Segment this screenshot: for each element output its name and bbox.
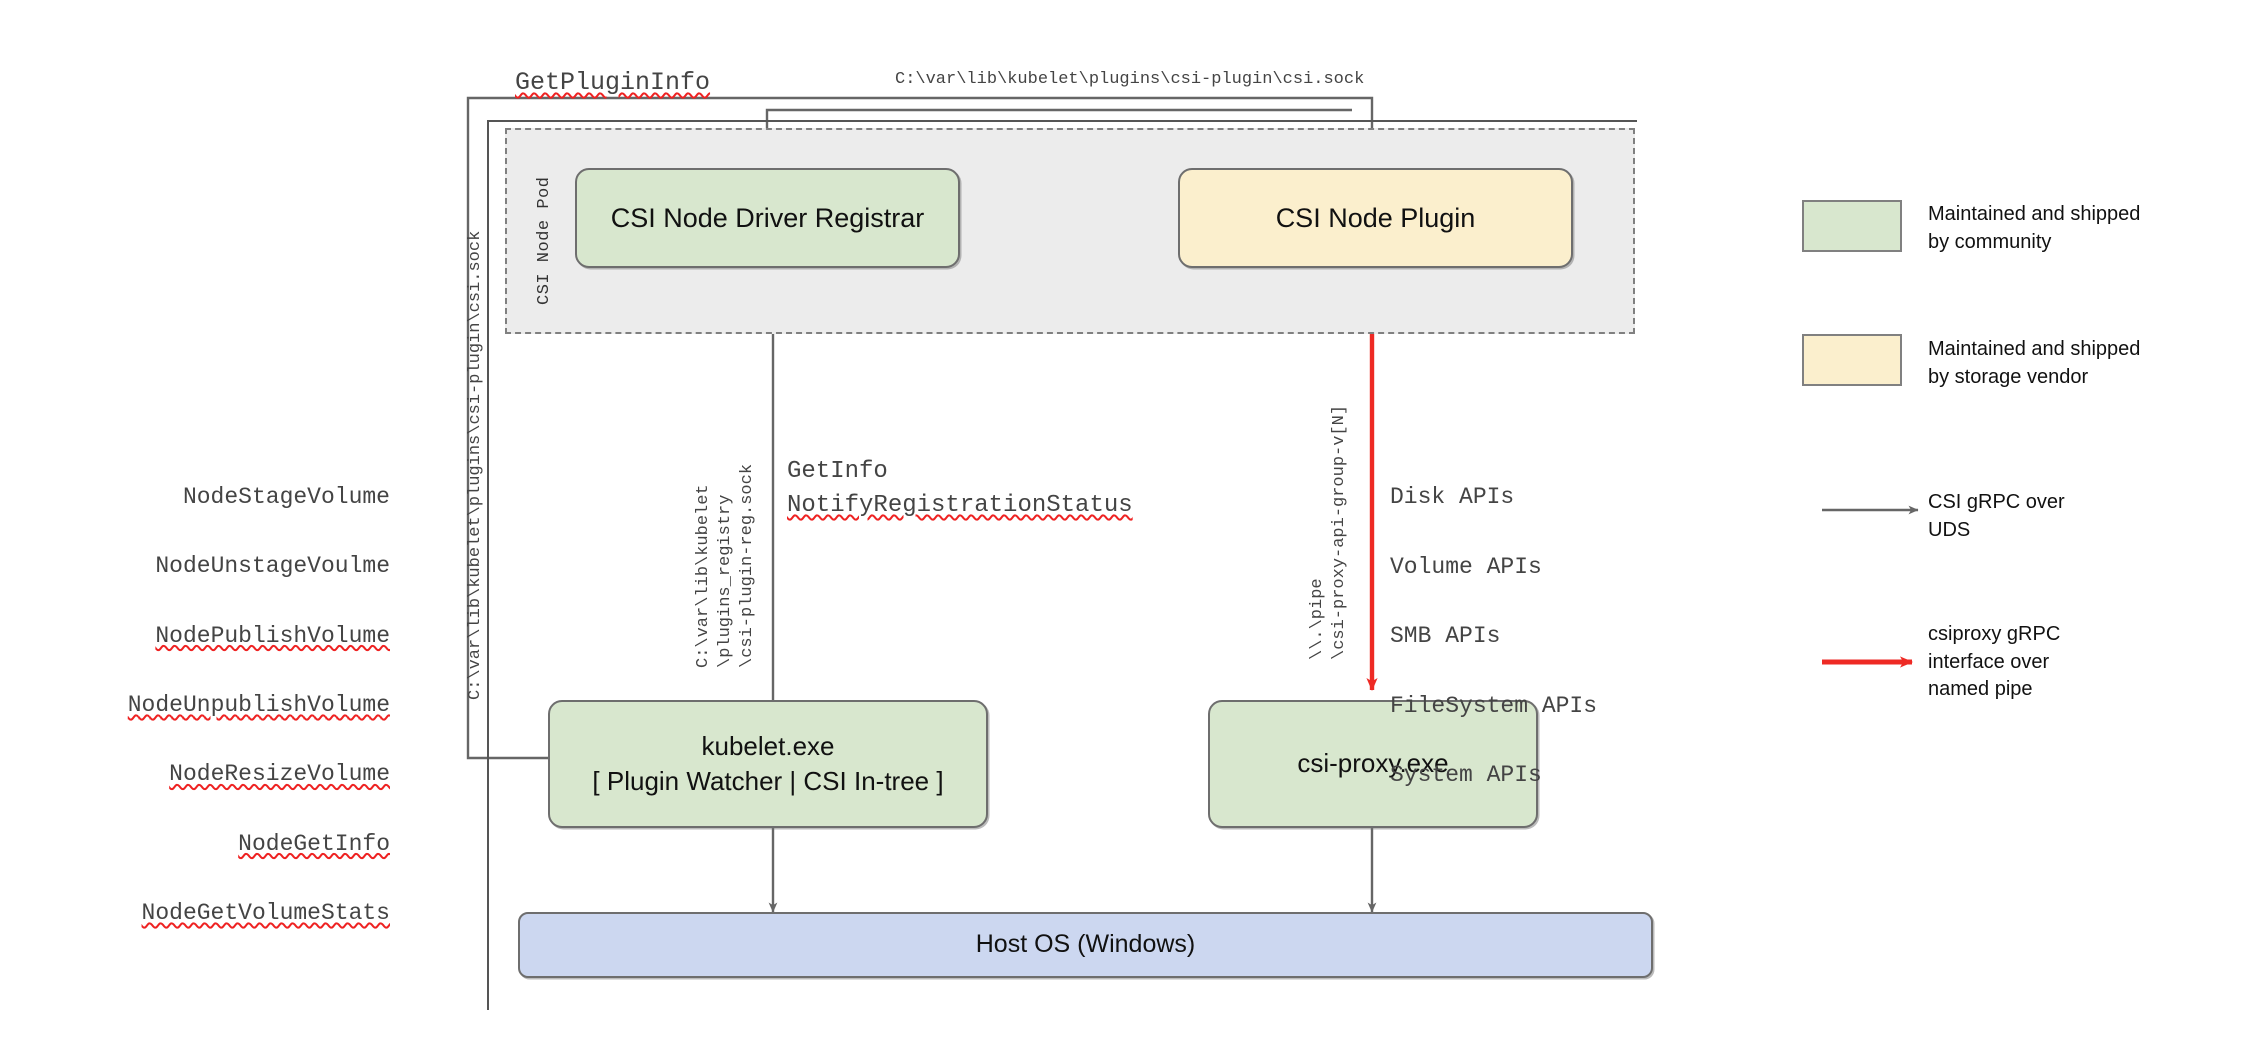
label-reg-sock-line-1: C:\var\lib\kubelet	[694, 484, 713, 668]
list-item: System APIs	[1390, 762, 1542, 789]
csi-node-pod-label: CSI Node Pod	[535, 176, 554, 305]
legend-label-csiproxy-named-pipe: csiproxy gRPC interface over named pipe	[1928, 623, 2061, 701]
node-host-os[interactable]: Host OS (Windows)	[518, 912, 1653, 978]
node-csi-node-driver-registrar[interactable]: CSI Node Driver Registrar	[575, 168, 960, 268]
csi-proxy-api-group-list: Disk APIs Volume APIs SMB APIs FileSyste…	[1390, 445, 1597, 829]
legend-swatch-community	[1802, 200, 1902, 252]
list-item: NodePublishVolume	[155, 622, 390, 649]
list-item: FileSystem APIs	[1390, 692, 1598, 719]
label-notify-registration-status: NotifyRegistrationStatus	[787, 492, 1133, 519]
diagram-outer-frame	[487, 120, 1637, 1010]
label-named-pipe-line-1: \\.\pipe	[1308, 578, 1327, 660]
node-host-os-label: Host OS (Windows)	[975, 930, 1196, 959]
legend-swatch-vendor	[1802, 334, 1902, 386]
connector-getplugininfo	[466, 96, 1377, 760]
list-item: NodeGetInfo	[238, 830, 390, 857]
list-item: NodeResizeVolume	[169, 761, 390, 788]
list-item: Disk APIs	[1390, 484, 1515, 510]
legend-label-vendor: Maintained and shipped by storage vendor	[1928, 338, 2141, 388]
label-csi-sock-path-vertical: C:\var\lib\kubelet\plugins\csi-plugin\cs…	[466, 230, 485, 700]
legend-label-community: Maintained and shipped by community	[1928, 203, 2141, 253]
label-named-pipe-line-2: \csi-proxy-api-group-v[N]	[1330, 404, 1349, 660]
csi-node-service-call-list: NodeStageVolume NodeUnstageVoulme NodePu…	[80, 445, 390, 966]
node-csi-node-plugin[interactable]: CSI Node Plugin	[1178, 168, 1573, 268]
node-kubelet-exe-line2: [ Plugin Watcher | CSI In-tree ]	[592, 766, 944, 796]
list-item: NodeUnstageVoulme	[155, 553, 390, 580]
list-item: NodeUnpublishVolume	[127, 692, 390, 719]
label-csi-sock-path-top: C:\var\lib\kubelet\plugins\csi-plugin\cs…	[895, 70, 1365, 89]
list-item: NodeGetVolumeStats	[141, 900, 390, 927]
label-reg-sock-line-3: \csi-plugin-reg.sock	[738, 463, 757, 668]
legend-label-csi-grpc-uds: CSI gRPC over UDS	[1928, 491, 2065, 541]
node-csi-proxy-exe[interactable]: csi-proxy.exe	[1208, 700, 1538, 828]
label-get-plugin-info: GetPluginInfo	[515, 68, 711, 97]
list-item: NodeStageVolume	[182, 484, 390, 510]
node-csi-node-plugin-label: CSI Node Plugin	[1275, 202, 1476, 233]
list-item: SMB APIs	[1390, 623, 1501, 650]
node-kubelet-exe-line1: kubelet.exe	[701, 730, 835, 761]
label-get-info: GetInfo	[787, 458, 888, 485]
node-csi-proxy-exe-label: csi-proxy.exe	[1297, 748, 1449, 779]
list-item: Volume APIs	[1390, 553, 1542, 580]
node-kubelet-exe[interactable]: kubelet.exe [ Plugin Watcher | CSI In-tr…	[548, 700, 988, 828]
node-kubelet-exe-text: kubelet.exe [ Plugin Watcher | CSI In-tr…	[592, 729, 943, 799]
node-csi-node-driver-registrar-label: CSI Node Driver Registrar	[610, 202, 925, 233]
label-reg-sock-line-2: \plugins_registry	[716, 494, 735, 668]
